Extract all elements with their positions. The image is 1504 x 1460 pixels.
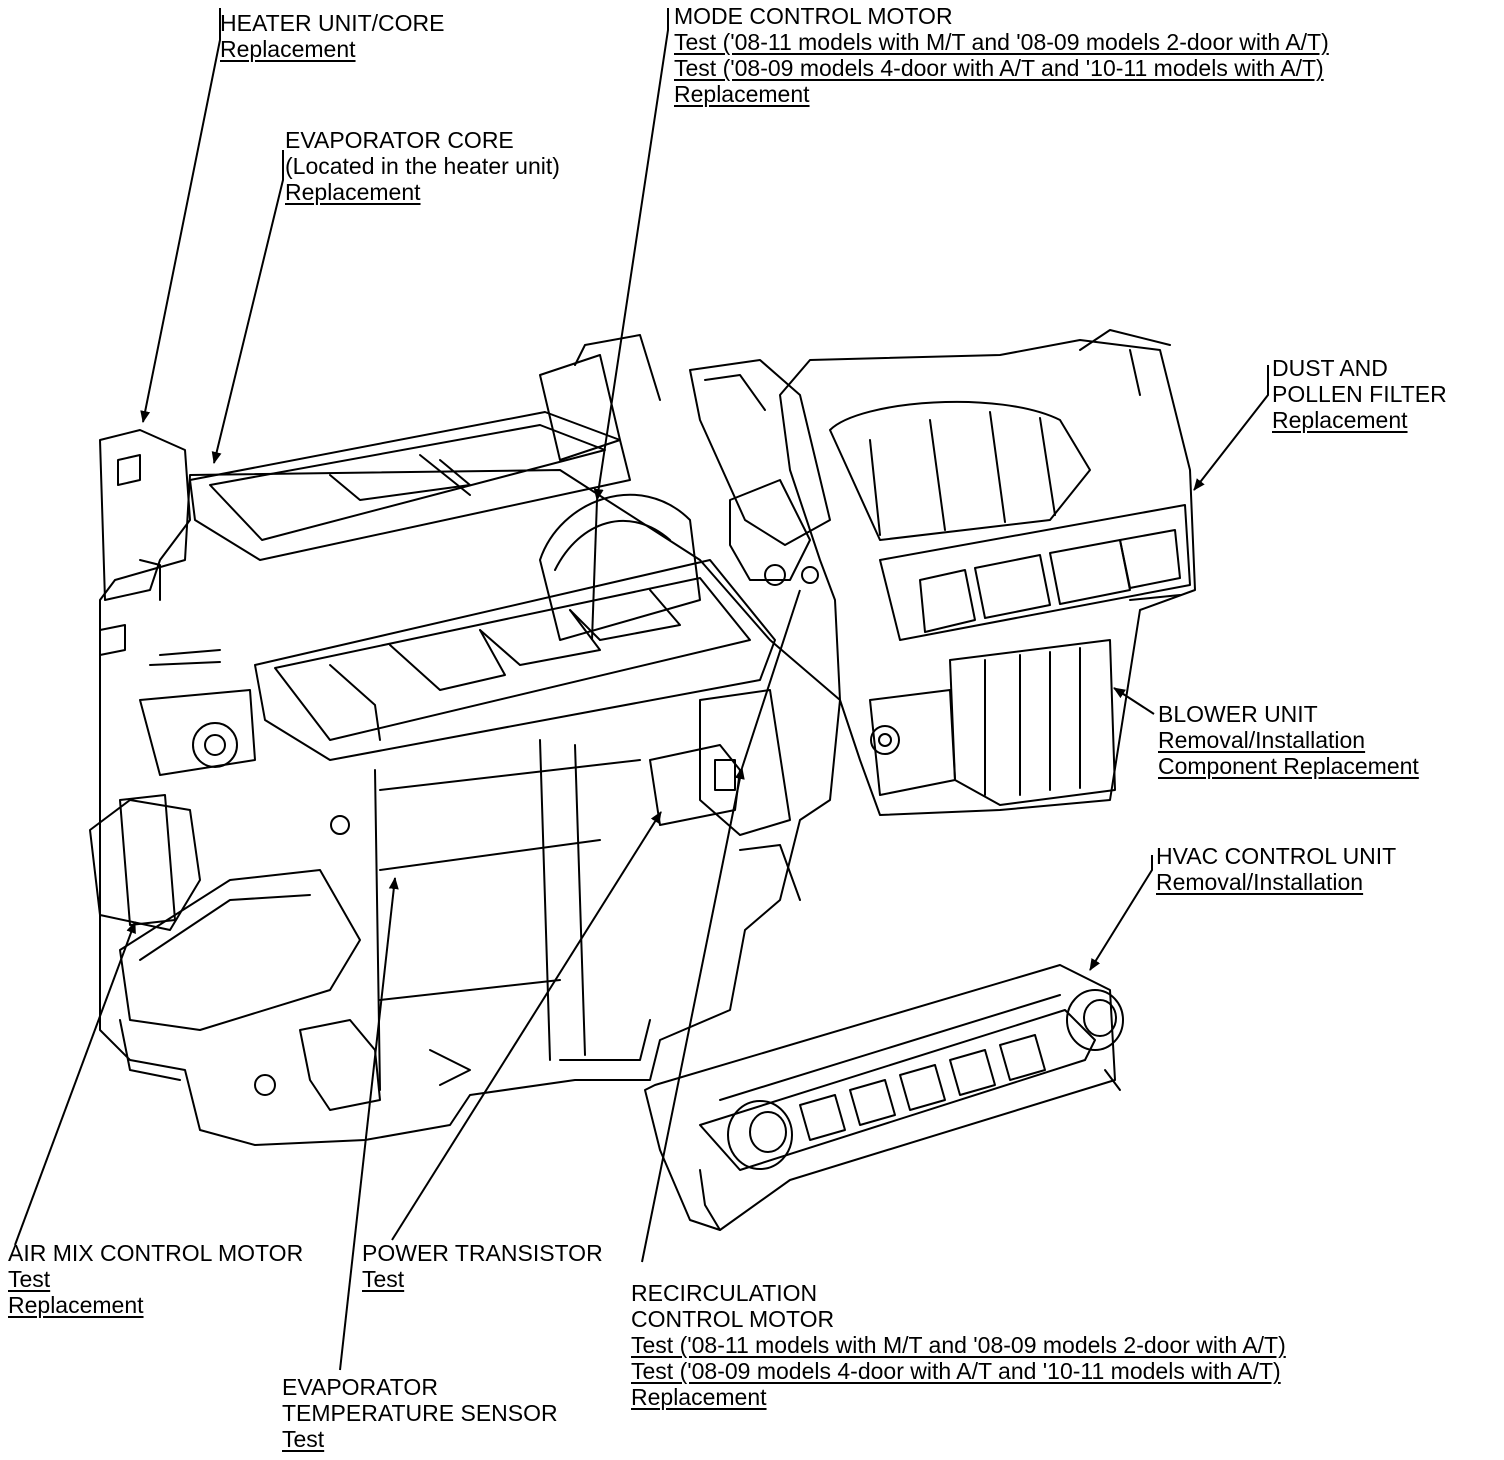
leader-lines <box>14 8 1269 1371</box>
mode-motor-drawing <box>539 334 831 901</box>
callout-title: MODE CONTROL MOTOR <box>674 3 953 29</box>
mode-control-motor-test-at-link[interactable]: Test ('08-09 models 4-door with A/T and … <box>674 55 1324 81</box>
power-transistor-test-link[interactable]: Test <box>362 1266 405 1292</box>
leader-dust-pollen-filter <box>1193 365 1269 491</box>
air-mix-control-motor-replacement-link[interactable]: Replacement <box>8 1292 144 1318</box>
evaporator-core-replacement-link[interactable]: Replacement <box>285 179 421 205</box>
blower-unit-removal-link[interactable]: Removal/Installation <box>1158 727 1366 753</box>
recirculation-control-motor-test-mt-link[interactable]: Test ('08-11 models with M/T and '08-09 … <box>631 1332 1286 1358</box>
leader-recirculation-control-motor <box>641 767 745 1263</box>
callout-title: EVAPORATOR CORE <box>285 127 514 153</box>
blower-unit-component-replacement-link[interactable]: Component Replacement <box>1158 753 1419 779</box>
callout-hvac-control-unit: HVAC CONTROL UNIT Removal/Installation <box>1156 843 1396 895</box>
callout-title-line-2: POLLEN FILTER <box>1272 381 1447 407</box>
callout-title: EVAPORATOR <box>282 1374 438 1400</box>
dust-pollen-filter-replacement-link[interactable]: Replacement <box>1272 407 1408 433</box>
leader-hvac-control-unit <box>1089 855 1153 971</box>
callout-title: HVAC CONTROL UNIT <box>1156 843 1397 869</box>
hvac-control-unit-removal-link[interactable]: Removal/Installation <box>1156 869 1364 895</box>
air-mix-control-motor-test-link[interactable]: Test <box>8 1266 51 1292</box>
leader-evaporator-temp-sensor <box>339 877 399 1371</box>
recirculation-control-motor-test-at-link[interactable]: Test ('08-09 models 4-door with A/T and … <box>631 1358 1281 1384</box>
leader-evaporator-core <box>211 150 284 464</box>
callout-subtitle: (Located in the heater unit) <box>285 153 560 179</box>
mode-control-motor-replacement-link[interactable]: Replacement <box>674 81 810 107</box>
callout-title: DUST AND <box>1272 355 1388 381</box>
hvac-control-unit-drawing <box>644 964 1124 1231</box>
leader-air-mix-control-motor <box>14 921 136 1246</box>
callout-air-mix-control-motor: AIR MIX CONTROL MOTOR Test Replacement <box>8 1240 303 1318</box>
callout-dust-pollen-filter: DUST AND POLLEN FILTER Replacement <box>1272 355 1447 433</box>
callout-title: BLOWER UNIT <box>1158 701 1318 727</box>
callout-recirculation-control-motor: RECIRCULATION CONTROL MOTOR Test ('08-11… <box>631 1280 1286 1410</box>
callout-title: HEATER UNIT/CORE <box>220 10 445 36</box>
callout-evaporator-core: EVAPORATOR CORE (Located in the heater u… <box>285 127 560 205</box>
blower-unit-drawing <box>779 329 1196 816</box>
leader-power-transistor <box>391 811 662 1241</box>
callout-blower-unit: BLOWER UNIT Removal/Installation Compone… <box>1158 701 1419 779</box>
leader-heater-unit <box>140 8 221 423</box>
callout-title: POWER TRANSISTOR <box>362 1240 603 1266</box>
callout-title-line-2: CONTROL MOTOR <box>631 1306 835 1332</box>
callout-mode-control-motor: MODE CONTROL MOTOR Test ('08-11 models w… <box>674 3 1329 107</box>
callout-heater-unit: HEATER UNIT/CORE Replacement <box>220 10 444 62</box>
heater-unit-replacement-link[interactable]: Replacement <box>220 36 356 62</box>
leader-mode-control-motor <box>593 8 669 501</box>
heater-unit-drawing <box>89 411 841 1146</box>
callout-power-transistor: POWER TRANSISTOR Test <box>362 1240 603 1292</box>
mode-control-motor-test-mt-link[interactable]: Test ('08-11 models with M/T and '08-09 … <box>674 29 1329 55</box>
recirculation-control-motor-replacement-link[interactable]: Replacement <box>631 1384 767 1410</box>
callout-title-line-2: TEMPERATURE SENSOR <box>282 1400 558 1426</box>
evaporator-temp-sensor-test-link[interactable]: Test <box>282 1426 325 1452</box>
callout-title: AIR MIX CONTROL MOTOR <box>8 1240 304 1266</box>
callout-title: RECIRCULATION <box>631 1280 818 1306</box>
leader-blower-unit <box>1113 687 1155 715</box>
callout-evaporator-temp-sensor: EVAPORATOR TEMPERATURE SENSOR Test <box>282 1374 558 1452</box>
